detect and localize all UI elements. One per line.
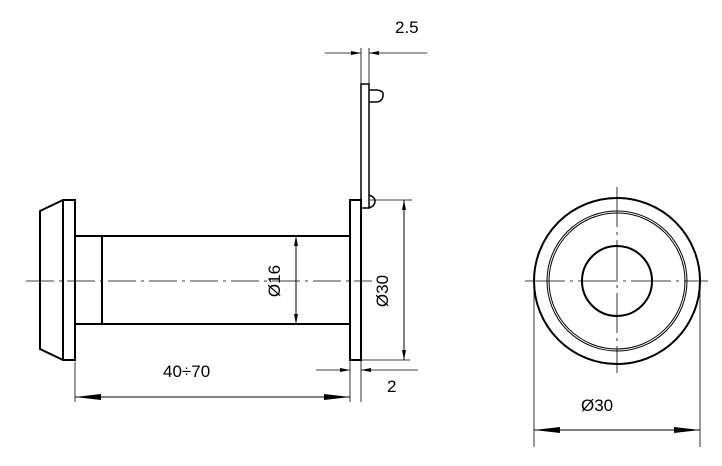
inner-ring-inner <box>548 212 686 350</box>
rivet-bottom <box>368 194 376 209</box>
flange-thickness-label: 2 <box>387 377 396 396</box>
side-view <box>26 48 427 402</box>
barrel-diameter-label: Ø16 <box>265 265 284 297</box>
barrel <box>75 235 350 325</box>
lens <box>581 245 653 317</box>
plate-thickness-label: 2.5 <box>395 18 419 37</box>
flange-diameter-label: Ø30 <box>373 275 392 307</box>
flange <box>349 199 362 361</box>
outer-rim <box>533 197 701 365</box>
front-view <box>525 187 708 447</box>
inner-ring-outer <box>546 210 688 352</box>
length-range-label: 40÷70 <box>163 362 210 381</box>
cover-plate <box>360 83 370 209</box>
eyepiece-cap <box>39 199 76 361</box>
outer-diameter-label: Ø30 <box>581 396 613 415</box>
rivet-top <box>369 89 384 103</box>
